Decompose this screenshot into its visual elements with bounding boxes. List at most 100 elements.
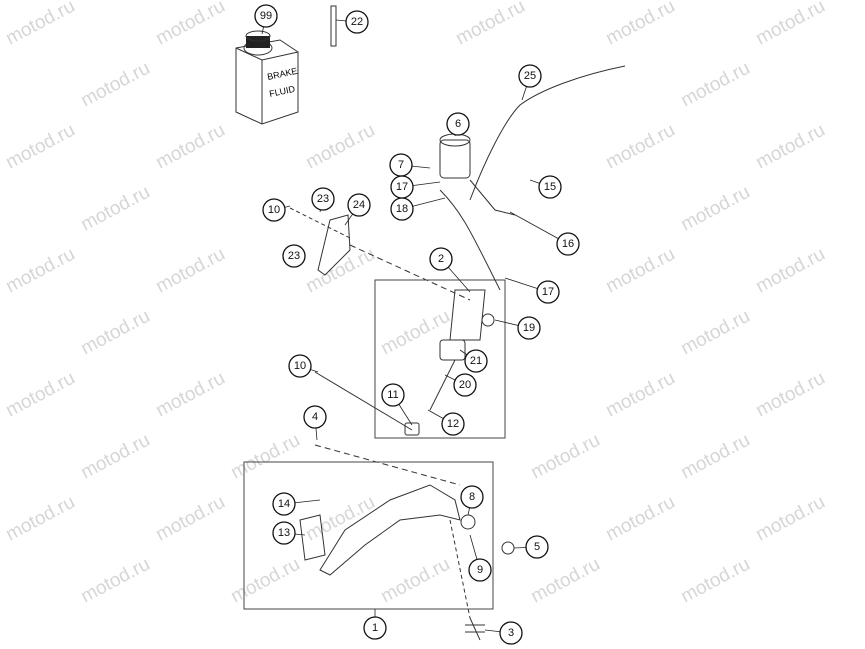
callout-circle xyxy=(538,175,562,199)
callout-4: 4 xyxy=(303,405,327,441)
watermark-text: motod.ru xyxy=(602,0,678,49)
callout-circle xyxy=(381,383,405,407)
watermark-text: motod.ru xyxy=(677,306,753,360)
callout-number: 8 xyxy=(469,491,475,503)
callout-circle xyxy=(272,521,296,545)
watermark-text: motod.ru xyxy=(677,182,753,236)
watermark-text: motod.ru xyxy=(152,244,228,298)
watermark-text: motod.ru xyxy=(77,554,153,608)
callout-19: 19 xyxy=(494,316,541,340)
master-cylinder-part xyxy=(314,289,495,436)
callout-9: 9 xyxy=(468,534,492,582)
watermark-text: motod.ru xyxy=(302,244,378,298)
bottle-label-line2: FLUID xyxy=(268,84,296,99)
callout-number: 6 xyxy=(455,118,461,130)
callout-number: 20 xyxy=(459,379,471,391)
strap-part xyxy=(330,5,337,47)
callout-circle xyxy=(345,10,369,34)
watermark-text: motod.ru xyxy=(152,0,228,49)
callout-number: 99 xyxy=(260,10,272,22)
watermark-text: motod.ru xyxy=(752,244,828,298)
callout-circle xyxy=(441,412,465,436)
watermark-text: motod.ru xyxy=(527,430,603,484)
callout-number: 17 xyxy=(542,286,554,298)
callout-circle xyxy=(262,198,286,222)
watermark-text: motod.ru xyxy=(602,244,678,298)
callout-circle xyxy=(453,373,477,397)
callout-24: 24 xyxy=(344,193,371,226)
callout-13: 13 xyxy=(272,521,306,545)
pedal-group-box xyxy=(243,461,494,610)
callout-10: 10 xyxy=(262,198,291,222)
callout-number: 10 xyxy=(268,204,280,216)
callout-15: 15 xyxy=(529,175,562,199)
hose-part xyxy=(469,65,626,201)
watermark-text: motod.ru xyxy=(227,554,303,608)
watermark-text: motod.ru xyxy=(602,120,678,174)
callout-number: 7 xyxy=(398,159,404,171)
callout-number: 25 xyxy=(524,70,536,82)
callout-25: 25 xyxy=(518,64,542,101)
watermark-text: motod.ru xyxy=(152,492,228,546)
master-cylinder-group-box xyxy=(374,279,506,439)
callout-circle xyxy=(460,485,484,509)
callout-circle xyxy=(536,280,560,304)
brake-fluid-bottle: BRAKE FLUID xyxy=(235,30,299,125)
callout-circle xyxy=(464,349,488,373)
callout-circle xyxy=(446,112,470,136)
callout-7: 7 xyxy=(389,153,431,177)
callout-20: 20 xyxy=(444,373,477,397)
callout-10: 10 xyxy=(288,354,319,378)
callout-circle xyxy=(429,247,453,271)
bottle-label-line1: BRAKE xyxy=(266,66,298,82)
callout-circle xyxy=(468,558,492,582)
watermark-text: motod.ru xyxy=(752,368,828,422)
callout-number: 4 xyxy=(312,411,318,423)
bracket-part xyxy=(317,214,351,276)
callout-23: 23 xyxy=(282,244,306,268)
watermark-text: motod.ru xyxy=(377,306,453,360)
callout-18: 18 xyxy=(390,197,446,221)
watermark-text: motod.ru xyxy=(2,492,78,546)
reservoir-part xyxy=(439,133,516,291)
watermark-text: motod.ru xyxy=(527,554,603,608)
callout-6: 6 xyxy=(446,112,470,137)
watermark-text: motod.ru xyxy=(77,430,153,484)
callout-2: 2 xyxy=(429,247,471,293)
watermark-text: motod.ru xyxy=(377,554,453,608)
callout-23: 23 xyxy=(311,187,335,213)
watermark-text: motod.ru xyxy=(677,58,753,112)
callout-number: 21 xyxy=(470,355,482,367)
watermark-text: motod.ru xyxy=(752,492,828,546)
watermark-text: motod.ru xyxy=(77,58,153,112)
watermark-text: motod.ru xyxy=(152,368,228,422)
watermark-text: motod.ru xyxy=(2,0,78,49)
callout-number: 18 xyxy=(396,203,408,215)
callout-number: 9 xyxy=(477,564,483,576)
callout-circle xyxy=(390,197,414,221)
callout-14: 14 xyxy=(272,492,321,516)
callout-circle xyxy=(303,405,327,429)
callout-11: 11 xyxy=(381,383,413,426)
callout-circle xyxy=(288,354,312,378)
watermark-layer: motod.ru motod.ru motod.ru motod.ru motod.ru… xyxy=(2,0,828,607)
callout-circle xyxy=(272,492,296,516)
callout-number: 22 xyxy=(351,16,363,28)
callout-circle xyxy=(517,316,541,340)
callout-circle xyxy=(525,535,549,559)
watermark-text: motod.ru xyxy=(677,554,753,608)
watermark-text: motod.ru xyxy=(602,368,678,422)
callout-number: 17 xyxy=(396,181,408,193)
callout-number: 19 xyxy=(523,322,535,334)
callout-8: 8 xyxy=(460,485,484,516)
watermark-text: motod.ru xyxy=(602,492,678,546)
callout-circle xyxy=(499,621,523,645)
brake-pedal-part xyxy=(299,444,515,641)
callout-number: 23 xyxy=(288,250,300,262)
callout-17: 17 xyxy=(504,277,560,304)
watermark-text: motod.ru xyxy=(227,430,303,484)
watermark-text: motod.ru xyxy=(752,0,828,49)
